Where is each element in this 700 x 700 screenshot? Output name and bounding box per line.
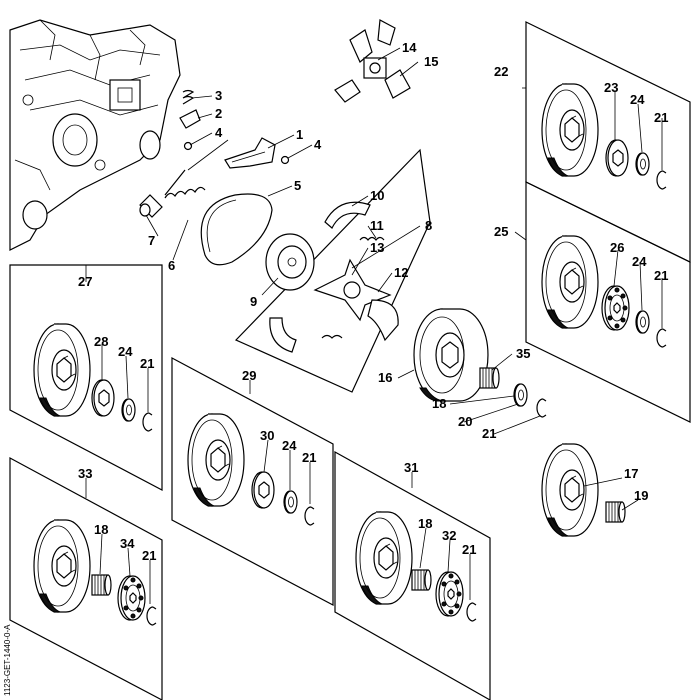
part-35-needle-cage [479, 367, 500, 389]
callout-24: 24 [632, 254, 647, 269]
callout-33: 33 [78, 466, 92, 481]
kit-panel-29 [171, 356, 334, 606]
callout-4: 4 [215, 125, 223, 140]
callout-21: 21 [142, 548, 156, 563]
callout-14: 14 [402, 40, 417, 55]
part-12-shoes [269, 299, 399, 353]
callout-29: 29 [242, 368, 256, 383]
callout-8: 8 [425, 218, 432, 233]
callout-27: 27 [78, 274, 92, 289]
callout-18: 18 [418, 516, 432, 531]
callout-18: 18 [94, 522, 108, 537]
callout-labels: 3 2 4 1 4 5 7 6 9 10 8 11 13 12 14 15 35… [78, 40, 668, 563]
drawing-code: 1123-GET-1440-0-A [3, 624, 12, 696]
callout-24: 24 [118, 344, 133, 359]
callout-11: 11 [370, 218, 384, 233]
callout-20: 20 [458, 414, 472, 429]
callout-5: 5 [294, 178, 301, 193]
callout-32: 32 [442, 528, 456, 543]
callout-21: 21 [462, 542, 476, 557]
part-16-clutch-drum [413, 308, 489, 402]
leader-lines [85, 47, 663, 604]
callout-21: 21 [302, 450, 316, 465]
callout-4: 4 [314, 137, 322, 152]
crankcase-housing [9, 19, 181, 251]
part-4-washer-right [280, 155, 290, 165]
callout-17: 17 [624, 466, 638, 481]
callout-22: 22 [494, 64, 508, 79]
callout-31: 31 [404, 460, 418, 475]
part-6-spring [164, 139, 229, 199]
callout-23: 23 [604, 80, 618, 95]
part-19-needle-cage [605, 501, 626, 523]
callout-24: 24 [282, 438, 297, 453]
part-3-spring [182, 89, 195, 105]
part-4-washer-left [183, 141, 193, 151]
callout-30: 30 [260, 428, 274, 443]
callout-21: 21 [654, 268, 668, 283]
callout-6: 6 [168, 258, 175, 273]
callout-1: 1 [296, 127, 303, 142]
callout-3: 3 [215, 88, 222, 103]
part-13-carrier [313, 258, 392, 322]
part-5-brake-band [200, 193, 273, 266]
part-14-15-spider [334, 19, 411, 103]
kit-panel-31 [334, 450, 491, 700]
callout-18: 18 [432, 396, 446, 411]
part-10-shoe [324, 201, 371, 229]
part-1-brake-lever [224, 137, 276, 169]
part-21-eclip-main [536, 398, 547, 418]
callout-7: 7 [148, 233, 155, 248]
part-17-drum [541, 443, 599, 537]
callout-35: 35 [516, 346, 530, 361]
part-18-washer-main [513, 383, 528, 407]
callout-16: 16 [378, 370, 392, 385]
part-7-sleeve [139, 194, 163, 218]
callout-26: 26 [610, 240, 624, 255]
callout-21: 21 [654, 110, 668, 125]
callout-12: 12 [394, 265, 408, 280]
callout-9: 9 [250, 294, 257, 309]
callout-21: 21 [482, 426, 496, 441]
kit-panel-22 [525, 21, 691, 263]
callout-19: 19 [634, 488, 648, 503]
callout-25: 25 [494, 224, 508, 239]
part-11-spring [359, 236, 385, 241]
callout-15: 15 [424, 54, 438, 69]
callout-10: 10 [370, 188, 384, 203]
callout-28: 28 [94, 334, 108, 349]
kit-panel-27 [9, 264, 163, 491]
part-9-disc [265, 233, 315, 291]
part-2-lever [179, 109, 201, 129]
callout-21: 21 [140, 356, 154, 371]
callout-24: 24 [630, 92, 645, 107]
callout-2: 2 [215, 106, 222, 121]
kit-panel-25 [525, 181, 691, 423]
callout-34: 34 [120, 536, 135, 551]
kit-panel-33 [9, 456, 163, 700]
callout-13: 13 [370, 240, 384, 255]
